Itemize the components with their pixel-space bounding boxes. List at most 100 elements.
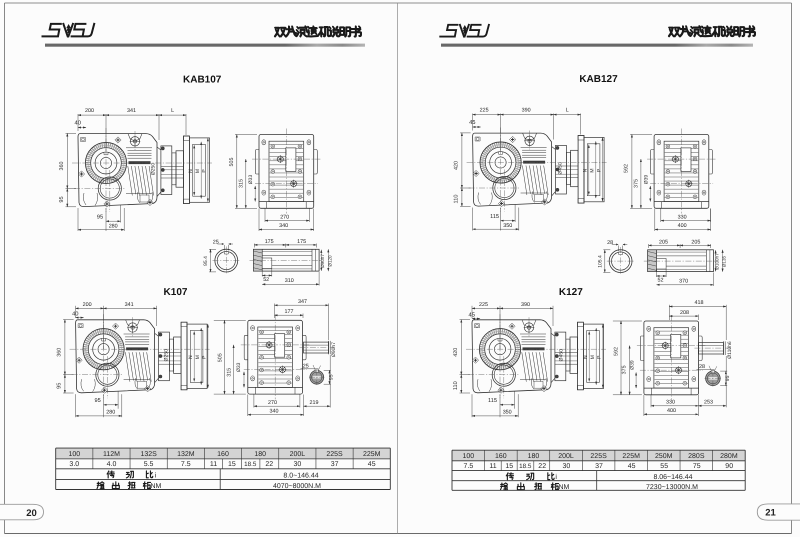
svg-text:37: 37 xyxy=(331,461,339,468)
svg-text:Ø450: Ø450 xyxy=(558,162,564,174)
svg-text:Ø110h6: Ø110h6 xyxy=(727,341,733,359)
svg-text:L: L xyxy=(566,108,569,114)
svg-text:95: 95 xyxy=(56,383,62,389)
svg-text:8.06~146.44: 8.06~146.44 xyxy=(653,474,692,481)
svg-text:Ø250: Ø250 xyxy=(164,349,170,361)
svg-text:280: 280 xyxy=(106,410,115,416)
svg-text:592: 592 xyxy=(623,164,629,173)
svg-text:K107: K107 xyxy=(164,287,188,298)
svg-text:P: P xyxy=(597,355,603,359)
svg-text:115: 115 xyxy=(488,398,497,404)
svg-text:Ø450: Ø450 xyxy=(559,349,565,361)
svg-text:280S: 280S xyxy=(688,453,705,460)
svg-text:M: M xyxy=(590,168,596,172)
svg-text:22: 22 xyxy=(265,461,273,468)
svg-text:25: 25 xyxy=(303,363,309,369)
svg-text:315: 315 xyxy=(226,368,232,377)
svg-text:505: 505 xyxy=(229,158,235,167)
svg-text:P: P xyxy=(202,169,208,173)
svg-text::NM: :NM xyxy=(149,483,162,490)
svg-text:95: 95 xyxy=(97,215,103,221)
svg-text:132M: 132M xyxy=(177,451,195,458)
svg-text:175: 175 xyxy=(297,239,306,245)
svg-text:100: 100 xyxy=(462,453,474,460)
svg-text:52: 52 xyxy=(263,277,269,283)
svg-text:350: 350 xyxy=(503,410,512,416)
svg-text:21: 21 xyxy=(765,508,776,519)
svg-text:200: 200 xyxy=(83,302,92,308)
svg-text:40: 40 xyxy=(74,120,80,127)
svg-text:270: 270 xyxy=(280,214,289,220)
svg-text:Ø90h7: Ø90h7 xyxy=(320,254,325,268)
svg-text:M: M xyxy=(195,169,201,173)
svg-text:Ø120: Ø120 xyxy=(327,255,332,267)
svg-text:95: 95 xyxy=(94,398,100,404)
svg-text:400: 400 xyxy=(667,408,676,414)
svg-text:110: 110 xyxy=(453,381,459,390)
svg-text:360: 360 xyxy=(56,348,62,357)
svg-text:30: 30 xyxy=(563,463,571,470)
svg-text:28: 28 xyxy=(699,364,705,370)
svg-text:205: 205 xyxy=(691,240,700,246)
svg-text:22: 22 xyxy=(538,463,546,470)
svg-text:347: 347 xyxy=(298,299,307,305)
svg-text:225M: 225M xyxy=(622,453,640,460)
svg-text:330: 330 xyxy=(666,399,675,405)
svg-text:175: 175 xyxy=(265,239,274,245)
svg-text:37: 37 xyxy=(595,463,603,470)
svg-text:110: 110 xyxy=(453,195,459,204)
svg-text:7.5: 7.5 xyxy=(181,461,191,468)
svg-text:225: 225 xyxy=(480,108,489,114)
svg-text:90: 90 xyxy=(725,463,733,470)
svg-text:Ø135: Ø135 xyxy=(722,255,727,267)
svg-text:Ø33: Ø33 xyxy=(236,362,242,372)
svg-text:45: 45 xyxy=(368,461,376,468)
svg-text:180: 180 xyxy=(254,451,266,458)
svg-text:P: P xyxy=(202,355,208,359)
svg-text:45: 45 xyxy=(468,312,474,318)
svg-text:M: M xyxy=(195,355,201,359)
svg-text:225: 225 xyxy=(479,302,488,308)
svg-text:95: 95 xyxy=(329,374,335,380)
svg-text:112M: 112M xyxy=(103,451,120,458)
svg-text:25: 25 xyxy=(213,239,219,245)
svg-text:P: P xyxy=(596,168,602,172)
svg-text:253: 253 xyxy=(704,399,713,405)
svg-text:341: 341 xyxy=(125,302,134,308)
svg-text:160: 160 xyxy=(217,451,229,458)
svg-text:40: 40 xyxy=(72,310,78,317)
svg-text:219: 219 xyxy=(310,400,319,406)
svg-text:95.4: 95.4 xyxy=(203,256,209,266)
svg-text:4070~8000N.M: 4070~8000N.M xyxy=(273,483,321,490)
svg-text:340: 340 xyxy=(270,408,279,414)
svg-text:160: 160 xyxy=(495,453,507,460)
svg-text:420: 420 xyxy=(453,348,459,357)
svg-text:11: 11 xyxy=(489,463,496,470)
svg-text::: : xyxy=(151,472,153,479)
svg-text:100: 100 xyxy=(68,451,80,458)
svg-text:315: 315 xyxy=(239,179,245,188)
svg-text:208: 208 xyxy=(680,310,689,316)
svg-text:340: 340 xyxy=(279,223,288,229)
svg-text:18.5: 18.5 xyxy=(519,463,532,470)
svg-text:200L: 200L xyxy=(290,451,306,458)
svg-text:375: 375 xyxy=(634,179,640,188)
svg-text:360: 360 xyxy=(59,162,65,171)
svg-text:L: L xyxy=(171,108,174,114)
svg-text:N: N xyxy=(188,355,194,359)
svg-text::NM: :NM xyxy=(557,484,570,491)
svg-text:45: 45 xyxy=(469,120,475,126)
svg-text:200L: 200L xyxy=(558,453,574,460)
svg-text:400: 400 xyxy=(678,223,687,229)
svg-text:20: 20 xyxy=(26,508,37,519)
svg-text:N: N xyxy=(583,355,589,359)
svg-text:18.5: 18.5 xyxy=(244,461,257,468)
svg-text:52: 52 xyxy=(658,277,664,283)
svg-text:592: 592 xyxy=(613,347,619,356)
svg-text:370: 370 xyxy=(679,279,688,285)
svg-text:3.0: 3.0 xyxy=(69,461,79,468)
svg-text:i: i xyxy=(555,473,557,481)
svg-text:205: 205 xyxy=(659,240,668,246)
svg-text:7.5: 7.5 xyxy=(464,463,474,470)
svg-text:i: i xyxy=(155,471,157,479)
